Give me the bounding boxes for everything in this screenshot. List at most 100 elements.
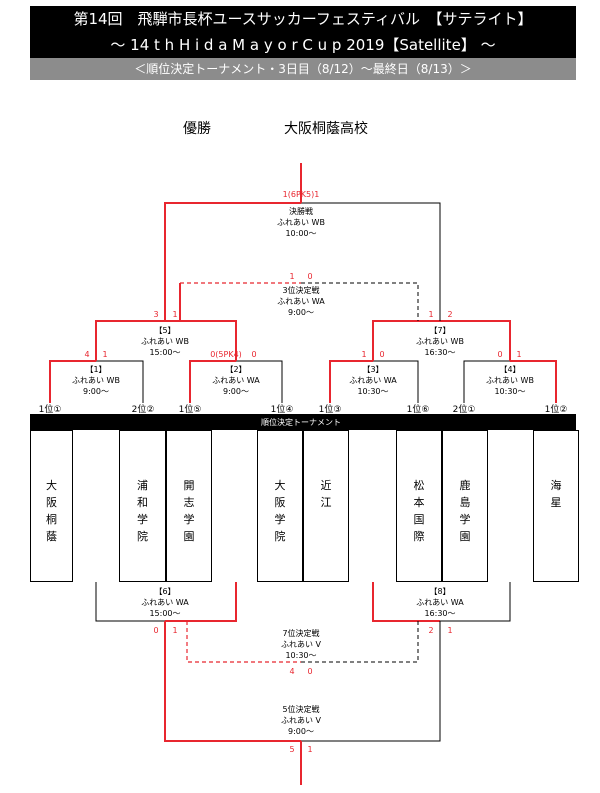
m4-right-line (510, 360, 557, 403)
champion-label: 優勝 (183, 121, 211, 137)
final-time: 10:00～ (285, 229, 316, 238)
seed-label: 1位⑥ (407, 403, 430, 415)
final-name: 決勝戦 (289, 206, 313, 216)
m3-score-right: 0 (379, 350, 384, 359)
m8-score-left: 2 (428, 626, 433, 635)
m3-time: 10:30～ (357, 387, 388, 396)
m3-right-line (373, 360, 419, 403)
seed-label: 1位④ (271, 403, 294, 415)
third-time: 9:00～ (288, 308, 314, 317)
m3-venue: ふれあい WA (349, 376, 397, 385)
team-name: 大阪学院 (274, 479, 286, 543)
m6-venue: ふれあい WA (141, 598, 189, 607)
third-venue: ふれあい WA (277, 297, 325, 306)
m2-left-line (189, 360, 236, 403)
third-name: 3位決定戦 (282, 285, 319, 295)
m5-time: 15:00～ (149, 348, 180, 357)
header-title: 第14回 飛騨市長杯ユースサッカーフェスティバル 【サテライト】 (30, 6, 576, 32)
team-t6: 松本国際 (396, 430, 442, 582)
team-name: 近江 (320, 479, 332, 509)
m2-name: 【2】 (225, 365, 246, 374)
seventh-score-left: 4 (289, 667, 294, 676)
m8-name: 【8】 (429, 587, 450, 596)
fifth-name: 5位決定戦 (282, 704, 319, 714)
m1-venue: ふれあい WB (72, 376, 120, 385)
m3-score-left: 1 (361, 350, 366, 359)
seventh-score-right: 0 (307, 667, 312, 676)
fifth-score-left: 5 (289, 745, 294, 754)
m5-venue: ふれあい WB (141, 337, 189, 346)
final-score: 1(6PK5)1 (283, 190, 320, 199)
team-t3: 開志学園 (166, 430, 212, 582)
team-name: 松本国際 (413, 479, 425, 543)
m1-name: 【1】 (85, 365, 106, 374)
seventh-right-dash (301, 621, 419, 663)
third-score-left: 1 (289, 272, 294, 281)
team-t4: 大阪学院 (257, 430, 303, 582)
final-left-line (164, 202, 301, 321)
m8-right-line (440, 582, 511, 622)
m4-time: 10:30～ (494, 387, 525, 396)
m7-right-line (440, 320, 511, 361)
m2-venue: ふれあい WA (212, 376, 260, 385)
seventh-venue: ふれあい V (281, 640, 322, 649)
m3-left-line (329, 360, 373, 403)
team-t7: 鹿島学園 (442, 430, 488, 582)
m4-venue: ふれあい WB (486, 376, 534, 385)
m5-name: 【5】 (154, 326, 175, 335)
team-t8: 海星 (533, 430, 579, 582)
fifth-right-line (301, 621, 441, 742)
m1-right-line (96, 360, 144, 403)
seed-label: 1位② (545, 403, 568, 415)
m8-venue: ふれあい WA (416, 598, 464, 607)
m7-name: 【7】 (429, 326, 450, 335)
m6-left-line (95, 582, 165, 622)
m5-score-right: 1 (172, 310, 177, 319)
m7-venue: ふれあい WB (416, 337, 464, 346)
m7-time: 16:30～ (424, 348, 455, 357)
seventh-name: 7位決定戦 (282, 628, 319, 638)
team-name: 大阪桐蔭 (46, 479, 57, 543)
m2-right-line (236, 360, 283, 403)
m6-right-line (165, 582, 237, 622)
header-subtitle-english: ～ 14 t h H i d a M a y o r C u p 2019【Sa… (30, 32, 576, 58)
m1-time: 9:00～ (83, 387, 109, 396)
m7-score-right: 2 (447, 310, 452, 319)
third-right-dash (301, 282, 419, 321)
m1-score-right: 1 (102, 350, 107, 359)
seed-label: 2位② (132, 403, 155, 415)
seed-label: 1位⑤ (179, 403, 202, 415)
m2-time: 9:00～ (223, 387, 249, 396)
m6-score-left: 0 (153, 626, 158, 635)
m7-score-left: 1 (428, 310, 433, 319)
m3-name: 【3】 (362, 365, 383, 374)
fifth-time: 9:00～ (288, 727, 314, 736)
m1-score-left: 4 (84, 350, 89, 359)
team-t1: 大阪桐蔭 (30, 430, 73, 582)
m8-score-right: 1 (447, 626, 452, 635)
final-right-line (301, 202, 441, 321)
m4-score-right: 1 (516, 350, 521, 359)
m4-name: 【4】 (499, 365, 520, 374)
third-score-right: 0 (307, 272, 312, 281)
m8-time: 16:30～ (424, 609, 455, 618)
m5-right-line (165, 320, 237, 361)
m6-name: 【6】 (154, 587, 175, 596)
team-t2: 浦和学院 (119, 430, 166, 582)
tournament-bar (30, 414, 576, 430)
tournament-bar-label: 順位決定トーナメント (261, 417, 341, 427)
seed-label: 1位③ (319, 403, 342, 415)
m4-left-line (463, 360, 510, 403)
team-t5: 近江 (303, 430, 349, 582)
fifth-score-right: 1 (307, 745, 312, 754)
m6-time: 15:00～ (149, 609, 180, 618)
seventh-time: 10:30～ (285, 651, 316, 660)
champion-team: 大阪桐蔭高校 (284, 121, 368, 137)
team-name: 海星 (550, 479, 562, 509)
seed-label: 1位① (39, 403, 62, 415)
seed-label: 2位① (453, 403, 476, 415)
m6-score-right: 1 (172, 626, 177, 635)
team-name: 鹿島学園 (459, 479, 471, 543)
fifth-venue: ふれあい V (281, 716, 322, 725)
